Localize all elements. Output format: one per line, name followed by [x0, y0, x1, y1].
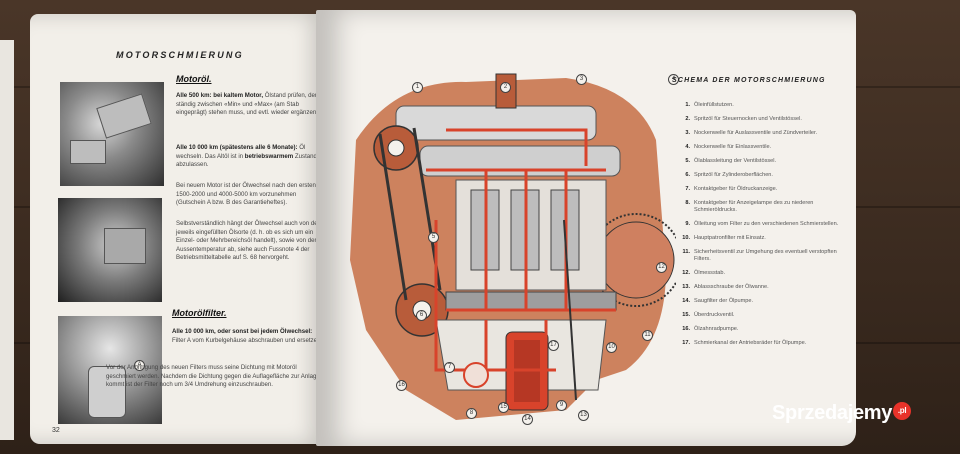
filter-title: Motorölfilter.	[172, 308, 227, 318]
loose-paper-edge	[0, 40, 14, 440]
crankshaft	[445, 291, 617, 311]
open-manual: MOTORSCHMIERUNG A Motoröl. Alle 500 km: …	[22, 6, 862, 448]
callout-16: 16	[396, 380, 407, 391]
page-number: 32	[52, 427, 60, 434]
oil-drain-photo	[58, 198, 162, 302]
filter-paragraph-2: Vor der Anbringung des neuen Filters mus…	[106, 364, 320, 389]
dipstick	[563, 219, 577, 401]
legend-item: 12.Ölmessstab.	[682, 270, 726, 276]
legend-item: 10.Hauptpatronfilter mit Einsatz.	[682, 235, 766, 241]
engine-oil-dipstick-photo	[60, 82, 164, 186]
page-heading: MOTORSCHMIERUNG	[116, 50, 244, 60]
motoroel-paragraph-1: Alle 500 km: bei kaltem Motor, Ölstand p…	[176, 92, 318, 117]
motoroel-paragraph-3: Bei neuem Motor ist der Ölwechsel nach d…	[176, 182, 316, 207]
callout-1: 1	[412, 82, 423, 93]
schema-legend: 1.Öleinfüllstutzen. 2.Spritzöl für Steue…	[674, 102, 844, 354]
callout-10: 10	[606, 342, 617, 353]
legend-item: 3.Nockenwelle für Auslassventile und Zün…	[685, 130, 818, 136]
callout-14: 14	[522, 414, 533, 425]
lubrication-schema-diagram	[350, 73, 676, 420]
oil-filter-photo: A	[58, 316, 162, 424]
legend-item: 1.Öleinfüllstutzen.	[685, 102, 734, 108]
pl-badge: .pl	[893, 402, 912, 420]
callout-3: 3	[576, 74, 587, 85]
schema-title: SCHEMA DER MOTORSCHMIERUNG	[672, 77, 826, 84]
legend-item: 2.Spritzöl für Steuernocken und Ventilst…	[685, 116, 802, 122]
filter-paragraph-1: Alle 10 000 km, oder sonst bei jedem Ölw…	[172, 328, 323, 344]
left-page: MOTORSCHMIERUNG A Motoröl. Alle 500 km: …	[30, 14, 330, 444]
legend-item: 14.Saugfilter der Ölpumpe.	[682, 298, 754, 304]
callout-17: 17	[548, 340, 559, 351]
legend-item: 7.Kontaktgeber für Öldruckanzeige.	[685, 186, 778, 192]
callout-12: 12	[656, 262, 667, 273]
sprzedajemy-watermark: Sprzedajemy.pl	[772, 402, 912, 425]
camshaft-cover-1	[395, 105, 597, 141]
legend-item: 16.Ölzahnradpumpe.	[682, 326, 739, 332]
callout-2: 2	[500, 82, 511, 93]
motoroel-paragraph-4: Selbstverständlich hängt der Ölwechsel a…	[176, 220, 320, 262]
callout-8: 8	[466, 408, 477, 419]
callout-4: 4	[668, 74, 679, 85]
callout-13: 13	[578, 410, 589, 421]
legend-item: 8.Kontaktgeber für Anzeigelampe des zu n…	[685, 200, 814, 213]
motoroel-paragraph-2: Alle 10 000 km (spätestens alle 6 Monate…	[176, 144, 317, 169]
legend-item: 13.Ablassschraube der Ölwanne.	[682, 284, 769, 290]
callout-9: 9	[556, 400, 567, 411]
legend-item: 17.Schmierkanal der Antriebsräder für Öl…	[682, 340, 807, 346]
right-page: 1 2 3 4 5 6 7 8 9 10 11 12 13 14 15 16 1…	[316, 10, 856, 446]
legend-item: 4.Nockenwelle für Einlassventile.	[685, 144, 772, 150]
legend-item: 6.Spritzöl für Zylinderoberflächen.	[685, 172, 773, 178]
legend-item: 11.Sicherheitsventil zur Umgehung des ev…	[682, 249, 837, 262]
motoroel-title: Motoröl.	[176, 74, 212, 84]
callout-5: 5	[428, 232, 439, 243]
legend-item: 15.Überdruckventil.	[682, 312, 735, 318]
legend-item: 5.Ölablassleitung der Ventilstössel.	[685, 158, 777, 164]
callout-7: 7	[444, 362, 455, 373]
legend-item: 9.Ölleitung vom Filter zu den verschiede…	[685, 221, 839, 227]
callout-15: 15	[498, 402, 509, 413]
callout-6: 6	[416, 310, 427, 321]
oil-pump	[463, 362, 489, 388]
callout-11: 11	[642, 330, 653, 341]
